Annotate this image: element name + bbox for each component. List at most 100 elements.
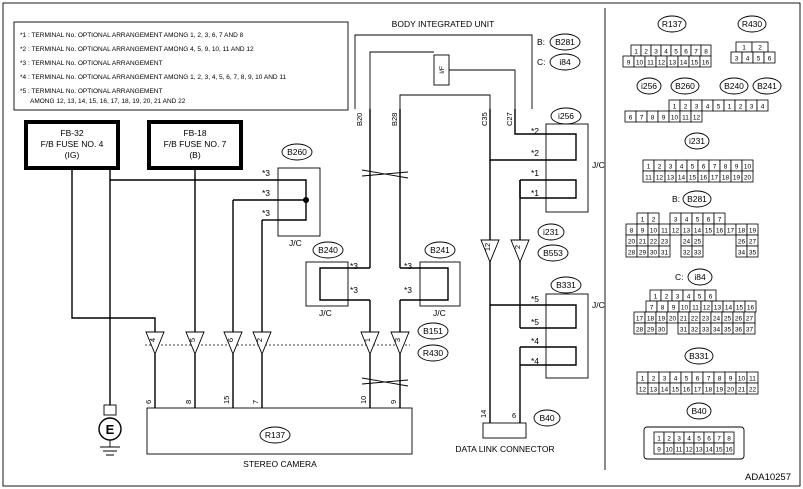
b260-pin-2: *3 (262, 188, 270, 198)
r137-row1-pin: 4 (664, 49, 668, 56)
panel-tag-i256 (636, 77, 662, 95)
arrow-label-5: 5 (188, 338, 197, 342)
b331-row1-pin: 3 (663, 376, 667, 383)
r430-row2-pin: 3 (735, 56, 739, 63)
pin-b28: B28 (390, 113, 399, 126)
b260-jc-label: J/C (289, 238, 302, 248)
fuse-fb18-id: FB-18 (183, 128, 206, 138)
i231-row2-pin: 18 (722, 175, 730, 182)
i231-row2-pin: 16 (700, 175, 708, 182)
b331-pin-4: *4 (531, 356, 539, 366)
arrow-i231-12 (480, 239, 500, 264)
dlc-pin-14: 14 (479, 410, 488, 418)
b241-jc-label: J/C (433, 308, 446, 318)
b331-row2-pin: 14 (661, 387, 669, 394)
b331-row2-pin: 13 (650, 387, 658, 394)
panel-tag-i256-label: i256 (641, 81, 657, 91)
i84-row4-pin: 30 (658, 327, 666, 334)
legend-line-5: *5 : TERMINAL No. OPTIONAL ARRANGEMENT (20, 88, 162, 95)
r430-row2-cell (763, 51, 776, 64)
b281-row2-pin: 18 (738, 228, 746, 235)
b240-jc-label: J/C (319, 308, 332, 318)
tag-i84-label: i84 (559, 57, 571, 67)
i84-row2-pin: 16 (747, 305, 755, 312)
b281-row2-pin: 15 (705, 228, 713, 235)
camera-pin-6: 6 (144, 400, 153, 404)
i256-row2-pin: 10 (671, 115, 679, 122)
b331-row2-pin: 18 (705, 387, 713, 394)
b40-row2-pin: 14 (705, 447, 713, 454)
b331-row1-pin: 6 (696, 376, 700, 383)
wires (71, 109, 521, 423)
panel-tag-i84-label: i84 (694, 272, 706, 282)
panel-tag-b240-label: B240 (724, 81, 744, 91)
b40-row1-pin: 4 (687, 436, 691, 443)
tag-r430-label: R430 (423, 348, 444, 358)
tag-b151 (417, 322, 449, 340)
i256-pin-2: *2 (531, 148, 539, 158)
i84-row2-pin: 9 (672, 305, 676, 312)
jc-b331-bus (519, 304, 577, 366)
arrow-label-4: 4 (148, 338, 157, 342)
tag-b241 (424, 241, 456, 259)
tag-b40 (533, 409, 561, 427)
i256-row2-pin: 12 (693, 115, 701, 122)
b40-row2-pin: 11 (676, 447, 683, 454)
i84-row3-pin: 26 (735, 316, 743, 323)
i84-row4-pin: 32 (691, 327, 699, 334)
r137-row1-pin: 5 (674, 49, 678, 56)
tag-b281 (549, 33, 581, 51)
r137-row1-pin: 1 (634, 49, 638, 56)
b40-row2-pin: 15 (715, 447, 723, 454)
panel-tag-b281 (682, 190, 712, 208)
b331-pin-3: *4 (531, 336, 539, 346)
b240-row-pin: 1 (728, 104, 732, 111)
i231-row2-pin: 11 (645, 175, 652, 182)
ground-label: E (106, 422, 115, 437)
i84-row3-pin: 21 (680, 316, 688, 323)
b40-row2-pin: 9 (657, 447, 661, 454)
b281-row4-pin: 30 (650, 250, 658, 257)
i84-row3-pin: 18 (647, 316, 655, 323)
i84-row4-pin: 29 (647, 327, 655, 334)
i231-row1-pin: 9 (735, 164, 739, 171)
i84-row3-pin: 25 (724, 316, 732, 323)
b40-row1-pin: 7 (717, 436, 721, 443)
stereo-camera-label: STEREO CAMERA (243, 459, 317, 469)
b281-row2-pin: 11 (661, 228, 668, 235)
r137-row1-pin: 7 (694, 49, 698, 56)
b281-row3-pin: 20 (628, 239, 636, 246)
i84-row3-pin: 23 (702, 316, 710, 323)
i84-row4-pin: 35 (724, 327, 732, 334)
i256-row2-pin: 6 (629, 115, 633, 122)
i84-row2-pin: 7 (650, 305, 654, 312)
i84-row3-pin: 27 (746, 316, 754, 323)
legend-line-4: *4 : TERMINAL No. OPTIONAL ARRANGEMENT A… (20, 74, 287, 81)
ground-connector (103, 404, 117, 416)
b331-row1-pin: 8 (718, 376, 722, 383)
i84-row4-pin: 33 (702, 327, 710, 334)
panel-tag-i231-label: i231 (689, 136, 705, 146)
r137-row2-pin: 14 (680, 60, 688, 67)
i231-row2-pin: 17 (711, 175, 719, 182)
legend-line-6: AMONG 12, 13, 14, 15, 16, 17, 18, 19, 20… (30, 98, 186, 105)
r430-row2-pin: 4 (746, 56, 750, 63)
i256-row1-pin: 2 (684, 104, 688, 111)
panel-tag-r137-label: R137 (662, 19, 683, 29)
body-unit-title: BODY INTEGRATED UNIT (392, 19, 495, 29)
arrow-label-3: 3 (393, 338, 402, 342)
body-unit-c-label: C: (537, 57, 546, 67)
camera-pin-9: 9 (389, 400, 398, 404)
r137-row1-pin: 2 (644, 49, 648, 56)
b240-row-pin: 3 (750, 104, 754, 111)
b40-row2-pin: 10 (665, 447, 673, 454)
b281-row4-pin: 35 (749, 250, 757, 257)
i231-row1-pin: 1 (647, 164, 651, 171)
i256-row2-pin: 9 (662, 115, 666, 122)
b281-row4-pin: 32 (683, 250, 691, 257)
legend-line-2: *2 : TERMINAL No. OPTIONAL ARRANGEMENT A… (20, 46, 254, 53)
b281-row3-pin: 24 (683, 239, 691, 246)
b40-row1-pin: 5 (697, 436, 701, 443)
camera-pin-15: 15 (222, 396, 231, 404)
